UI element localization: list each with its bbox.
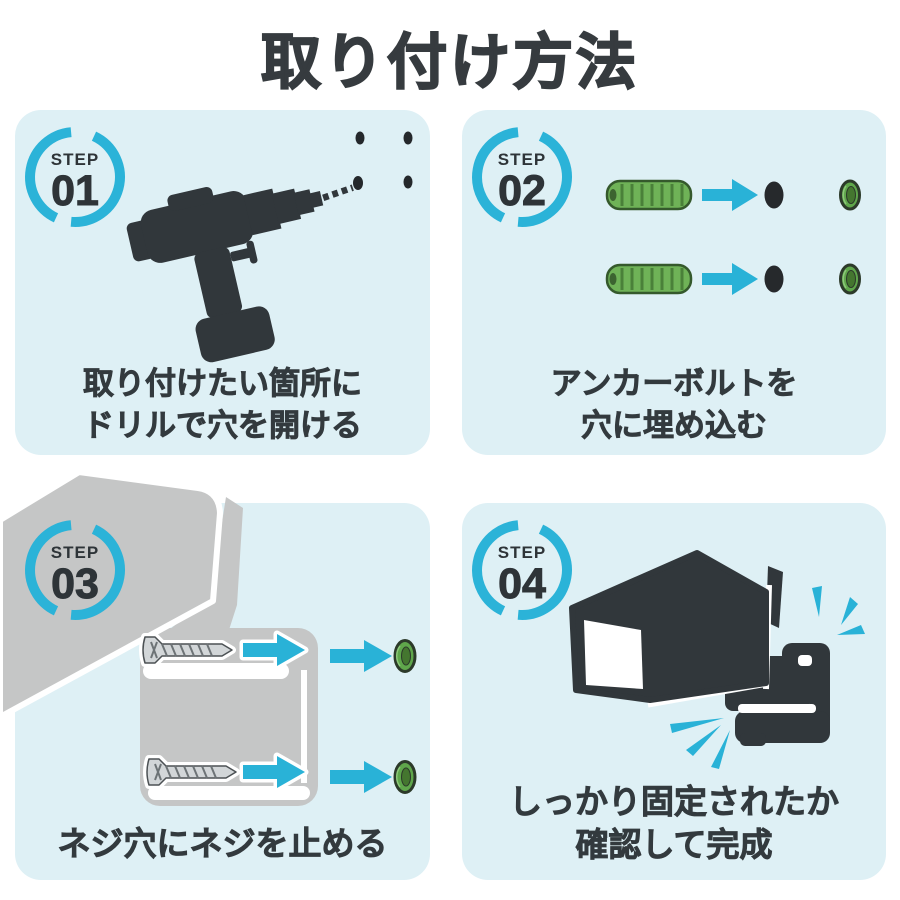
step2-panel: STEP 02 [462, 110, 886, 455]
arrow-icon [702, 263, 758, 295]
anchor-bolt-icon [605, 179, 861, 295]
arrow-icon [702, 179, 758, 211]
page-title: 取り付け方法 [260, 28, 639, 97]
step1-panel: STEP 01 [15, 110, 430, 455]
step3-badge: STEP 03 [21, 516, 129, 624]
drilled-holes-icon [353, 131, 413, 190]
step4-badge: STEP 04 [468, 516, 576, 624]
step-ring-icon [472, 520, 572, 620]
step4-panel: STEP 04 [462, 503, 886, 880]
embedded-anchor-icon [393, 639, 417, 673]
camera-lens-face [584, 620, 643, 689]
step-label: STEP [497, 150, 547, 169]
arrow-icon [330, 640, 392, 672]
step-label: STEP [50, 543, 100, 562]
step3-caption: ネジ穴にネジを止める [57, 825, 388, 863]
emphasis-marks-icon [670, 586, 865, 769]
bracket-neck [165, 497, 243, 633]
arrow-icon [239, 630, 309, 670]
anchor-row-2 [605, 263, 861, 295]
hole-icon [764, 265, 784, 293]
arrow-icon [239, 752, 309, 792]
embedded-anchor-icon [839, 263, 861, 295]
step-number: 01 [51, 167, 100, 216]
step-label: STEP [50, 150, 100, 169]
security-camera-icon [569, 550, 865, 769]
screw-icon [139, 633, 236, 667]
anchor-row-1 [605, 179, 861, 211]
embedded-anchor-icon [393, 760, 417, 794]
step1-badge: STEP 01 [21, 123, 129, 231]
step-number: 03 [51, 560, 100, 609]
step-ring-icon [25, 520, 125, 620]
step2-caption: アンカーボルトを 穴に埋め込む [550, 366, 798, 444]
drill-silhouette [126, 184, 354, 363]
step4-caption: しっかり固定されたか 確認して完成 [509, 783, 840, 864]
drill-icon [126, 131, 413, 363]
step-ring-icon [472, 127, 572, 227]
arrow-icon [330, 761, 392, 793]
step1-caption: 取り付けたい箇所に ドリルで穴を開ける [83, 366, 363, 444]
step-ring-icon [25, 127, 125, 227]
screw-icon [143, 755, 240, 789]
step-number: 02 [498, 167, 547, 216]
embedded-anchor-icon [839, 179, 861, 211]
step-label: STEP [497, 543, 547, 562]
step-number: 04 [498, 560, 547, 609]
hole-icon [764, 181, 784, 209]
step2-badge: STEP 02 [468, 123, 576, 231]
